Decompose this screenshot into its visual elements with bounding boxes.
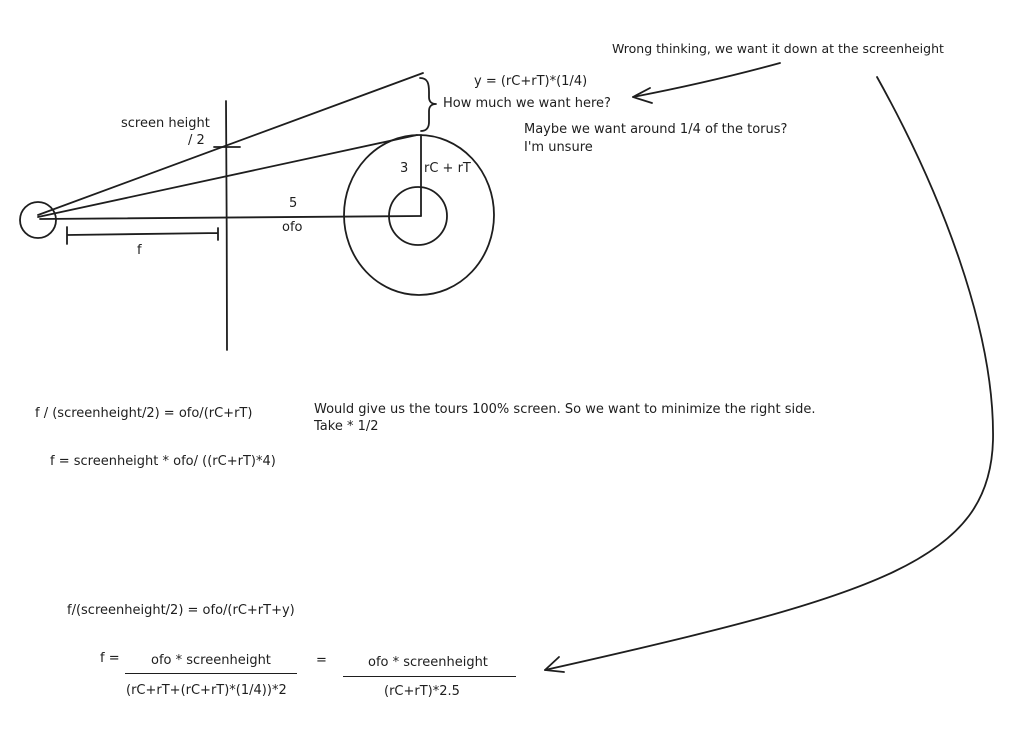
camera-circle <box>19 201 57 239</box>
screen-plane-line <box>225 100 228 351</box>
equation-4-equals: = <box>316 653 327 668</box>
annotation-unsure: I'm unsure <box>524 140 593 155</box>
equation-1-note-1: Would give us the tours 100% screen. So … <box>314 402 816 417</box>
label-half: / 2 <box>188 133 205 148</box>
equation-2: f = screenheight * ofo/ ((rC+rT)*4) <box>50 454 276 469</box>
equation-4-lhs: f = <box>100 651 120 666</box>
equation-4-denominator-2: (rC+rT)*2.5 <box>384 684 460 699</box>
equation-4-numerator: ofo * screenheight <box>151 653 271 668</box>
torus-outer-circle <box>343 134 495 296</box>
equation-4-numerator-2: ofo * screenheight <box>368 655 488 670</box>
label-rc-rt: rC + rT <box>424 161 471 176</box>
label-screen-height: screen height <box>121 116 210 131</box>
f-dimension-line <box>66 226 219 245</box>
curly-brace <box>419 77 437 132</box>
label-f: f <box>137 243 142 258</box>
label-ofo: ofo <box>282 220 303 235</box>
ray-top <box>37 72 424 216</box>
torus-inner-circle <box>388 186 448 246</box>
long-arrow <box>544 76 994 671</box>
annotation-wrong-thinking: Wrong thinking, we want it down at the s… <box>612 41 944 56</box>
equation-4-denominator: (rC+rT+(rC+rT)*(1/4))*2 <box>126 683 287 698</box>
annotation-y-formula: y = (rC+rT)*(1/4) <box>474 74 588 89</box>
annotation-how-much: How much we want here? <box>443 96 611 111</box>
short-arrow-head <box>632 87 653 104</box>
axis-line <box>39 215 422 220</box>
equation-3: f/(screenheight/2) = ofo/(rC+rT+y) <box>67 603 295 618</box>
long-arrow-head <box>544 656 565 673</box>
equation-4-fraction-bar-2 <box>343 676 516 677</box>
label-five: 5 <box>289 196 298 211</box>
ray-torus-top <box>37 134 418 218</box>
equation-1-note-2: Take * 1/2 <box>314 419 379 434</box>
equation-1: f / (screenheight/2) = ofo/(rC+rT) <box>35 406 253 421</box>
label-three: 3 <box>400 161 409 176</box>
short-arrow <box>632 62 781 98</box>
annotation-maybe: Maybe we want around 1/4 of the torus? <box>524 122 788 137</box>
equation-4-fraction-bar <box>125 673 297 674</box>
